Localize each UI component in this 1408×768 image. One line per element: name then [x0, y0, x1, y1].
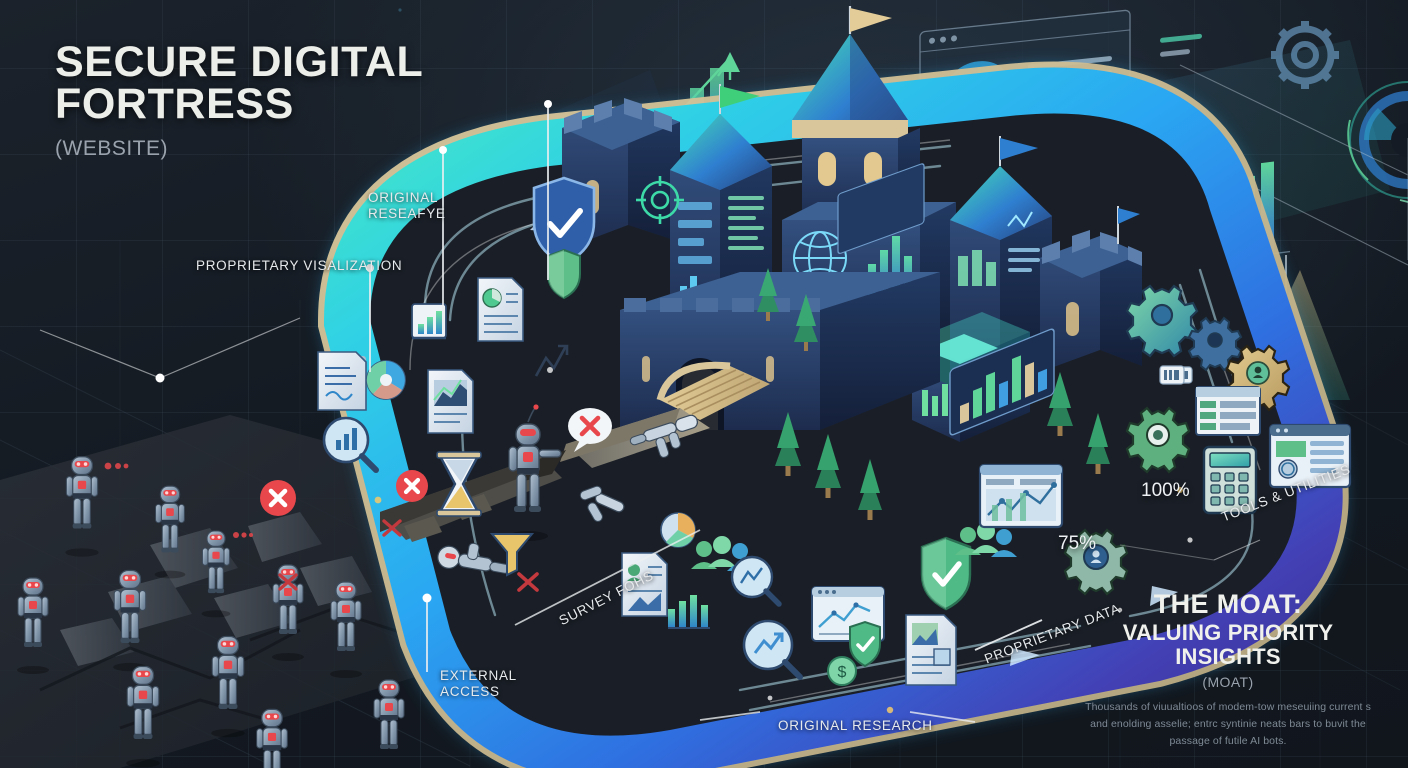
title-subtitle: (WEBSITE) — [55, 137, 168, 161]
caption-line-1: THE MOAT: — [1153, 589, 1303, 619]
label-external-access: EXTERNAL ACCESS — [440, 668, 517, 701]
metric-75-percent: 75% — [1058, 533, 1097, 554]
caption-body: Thousands of viuualtioos of modem-tow me… — [1085, 700, 1371, 747]
label-proprietary-visualization: PROPRIETARY VISALIZATION — [196, 258, 403, 273]
label-original-research-top: ORIGINAL RESEAFYE — [368, 190, 446, 223]
page-title: SECURE DIGITAL FORTRESS (WEBSITE) — [55, 41, 485, 161]
caption-line-3: (MOAT) — [1202, 673, 1254, 690]
label-original-research-top-line2: RESEAFYE — [368, 206, 446, 222]
label-external-access-line1: EXTERNAL — [440, 668, 517, 683]
metric-100-percent: 100% — [1141, 480, 1190, 501]
caption-line-2: VALUING PRIORITY INSIGHTS — [1122, 619, 1334, 669]
title-line-1: SECURE DIGITAL — [55, 38, 424, 86]
moat-caption: THE MOAT: VALUING PRIORITY INSIGHTS (MOA… — [1078, 590, 1378, 750]
title-line-2: FORTRESS — [55, 79, 294, 128]
label-original-research-top-line1: ORIGINAL — [368, 190, 439, 205]
label-original-research-bottom: ORIGINAL RESEARCH — [778, 718, 933, 733]
label-external-access-line2: ACCESS — [440, 684, 500, 700]
